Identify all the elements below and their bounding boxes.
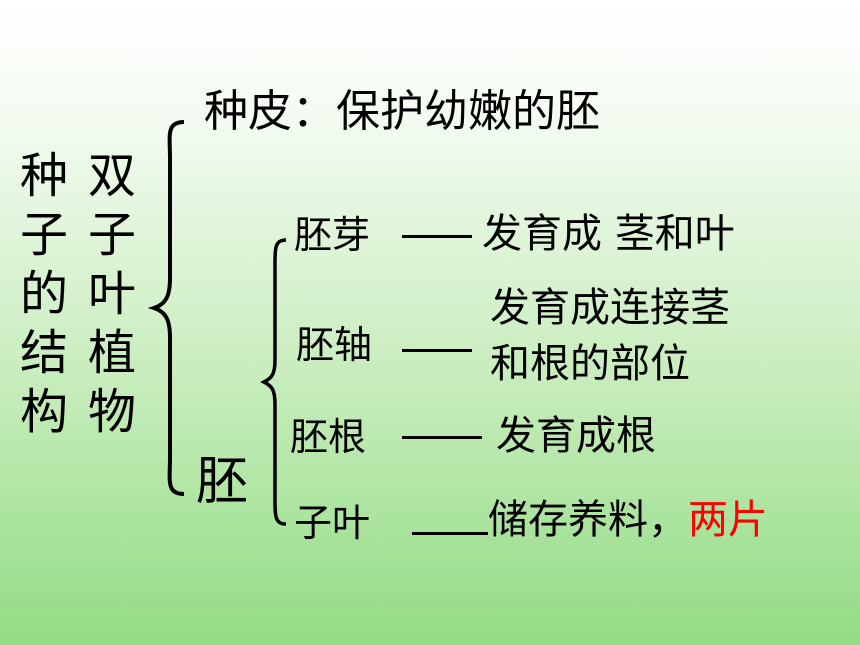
main-brace xyxy=(147,120,185,496)
dash-hypocotyl xyxy=(402,349,472,352)
part-radicle-name: 胚根 xyxy=(290,415,367,459)
title-column-seed-structure: 种子的结构 xyxy=(19,148,68,440)
part-cotyledon-desc: 储存养料， xyxy=(488,497,688,543)
dash-radicle xyxy=(402,436,482,439)
part-hypocotyl-desc-line1: 发育成连接茎 xyxy=(490,285,730,331)
part-plumule-name: 胚芽 xyxy=(294,213,371,257)
part-cotyledon-highlight: 两片 xyxy=(688,497,768,543)
part-radicle-desc: 发育成根 xyxy=(496,413,656,459)
dash-plumule xyxy=(402,235,472,238)
part-hypocotyl-desc-line2: 和根的部位 xyxy=(490,341,690,387)
part-cotyledon-desc-line: 储存养料，两片 xyxy=(488,496,768,544)
part-hypocotyl-name: 胚轴 xyxy=(296,323,373,367)
part-cotyledon-name: 子叶 xyxy=(294,501,371,545)
embryo-brace xyxy=(260,238,287,526)
title-column-dicot: 双子叶植物 xyxy=(87,148,136,440)
part-plumule-desc: 发育成 茎和叶 xyxy=(482,211,735,257)
seed-coat-text: 种皮：保护幼嫩的胚 xyxy=(204,86,600,137)
dash-cotyledon xyxy=(412,532,488,535)
embryo-label: 胚 xyxy=(196,452,249,512)
